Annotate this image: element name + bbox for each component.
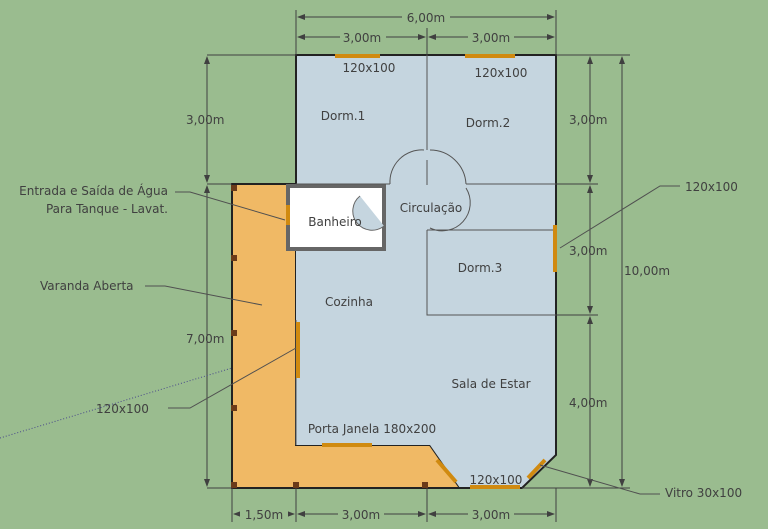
window-cozinha-label: 120x100 (96, 402, 149, 416)
dim-top-left: 3,00m (343, 31, 381, 45)
dim-left-top: 3,00m (186, 113, 224, 127)
room-dorm1: Dorm.1 (321, 109, 365, 123)
room-dorm3: Dorm.3 (458, 261, 502, 275)
window-dorm1-label: 120x100 (343, 61, 396, 75)
dim-left-bottom: 7,00m (186, 332, 224, 346)
room-sala: Sala de Estar (451, 377, 530, 391)
varanda-posts (231, 185, 428, 488)
dim-top-right: 3,00m (472, 31, 510, 45)
agua-label-line1: Entrada e Saída de Água (19, 183, 168, 198)
dim-total-width: 6,00m (407, 11, 445, 25)
dim-bottom-varanda: 1,50m (245, 508, 283, 522)
dim-right-bottom: 4,00m (569, 396, 607, 410)
dim-right-middle: 3,00m (569, 244, 607, 258)
house-interior (296, 55, 556, 488)
dim-bottom-middle: 3,00m (342, 508, 380, 522)
leader-lines (0, 185, 680, 495)
window-sala-label: 120x100 (470, 473, 523, 487)
window-dorm3-label: 120x100 (685, 180, 738, 194)
room-banheiro: Banheiro (308, 215, 362, 229)
vitro-label: Vitro 30x100 (665, 486, 742, 500)
room-cozinha: Cozinha (325, 295, 373, 309)
agua-label-line2: Para Tanque - Lavat. (46, 202, 168, 216)
dim-bottom-right: 3,00m (472, 508, 510, 522)
porta-janela-label: Porta Janela 180x200 (308, 422, 436, 436)
varanda-label: Varanda Aberta (40, 279, 134, 293)
window-dorm2-label: 120x100 (475, 66, 528, 80)
room-dorm2: Dorm.2 (466, 116, 510, 130)
room-circulacao: Circulação (400, 201, 463, 215)
dim-total-depth: 10,00m (624, 264, 670, 278)
dim-right-top: 3,00m (569, 113, 607, 127)
